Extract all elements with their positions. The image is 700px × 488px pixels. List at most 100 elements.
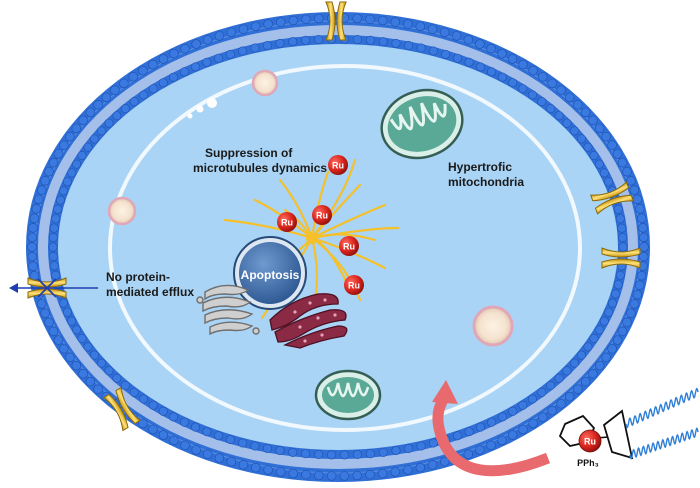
lipid-head [403, 19, 413, 29]
lipid-head [78, 115, 88, 126]
lipid-head [67, 168, 77, 178]
bubbles [187, 98, 217, 119]
lipid-head [214, 53, 224, 63]
lipid-head [580, 376, 591, 387]
lipid-head [617, 326, 628, 336]
lipid-head [588, 369, 598, 379]
ruthenium-complex: Ru PPh₃ [558, 387, 699, 468]
lipid-head [48, 326, 59, 336]
lipid-head [27, 251, 37, 262]
lipid-head [71, 123, 82, 134]
lipid-head [214, 453, 225, 463]
channel-right-upper [589, 181, 635, 215]
lipid-head [576, 134, 586, 144]
lipid-head [238, 460, 249, 470]
lipid-head [463, 449, 473, 459]
lipid-head [403, 465, 413, 475]
lipid-head [527, 394, 537, 404]
lipid-head [326, 450, 336, 460]
lipid-head [365, 470, 375, 480]
lipid-head [416, 43, 426, 53]
lipid-head [497, 72, 507, 82]
lipid-head [203, 35, 213, 45]
lipid-head [67, 316, 77, 326]
lipid-head [263, 465, 273, 475]
lipid-head [599, 316, 609, 326]
lipid-head [138, 418, 148, 429]
lipid-head [112, 111, 122, 121]
lipid-head [352, 449, 362, 459]
lipid-head [464, 427, 474, 437]
lipid-head [583, 142, 593, 152]
svg-text:Ru: Ru [332, 161, 344, 171]
lipid-head [475, 445, 485, 455]
lipid-head [352, 470, 362, 481]
lipid-head [225, 435, 235, 445]
lipid-head [158, 54, 169, 64]
lipid-head [475, 422, 485, 432]
lipid-head [169, 412, 179, 422]
lipid-head [191, 62, 201, 72]
lipid-head [191, 445, 201, 455]
lipid-head [48, 158, 59, 168]
lipid-head [604, 307, 614, 317]
lipid-head [226, 456, 237, 467]
suppression-label-line2: microtubules dynamics [193, 161, 328, 175]
lipid-head [497, 412, 507, 422]
lipid-head [101, 92, 112, 103]
lipid-head [629, 185, 640, 195]
lipid-head [636, 271, 647, 281]
ligand-chain-bottom [629, 427, 699, 460]
lipid-head [428, 46, 438, 56]
lipid-head [288, 468, 298, 479]
lipid-head [573, 100, 583, 110]
lipid-head [507, 54, 518, 64]
lipid-head [613, 280, 623, 290]
lipid-head [301, 449, 311, 459]
lipid-head [612, 335, 623, 345]
lipid-head [44, 167, 54, 177]
lipid-head [475, 39, 485, 49]
lipid-head [428, 438, 438, 448]
lipid-head [129, 387, 139, 397]
ligand-chain-top [625, 387, 699, 429]
lipid-head [36, 299, 47, 309]
lipid-head [48, 242, 58, 252]
lipid-head [31, 204, 41, 214]
lipid-head [639, 242, 649, 252]
lipid-head [148, 59, 158, 70]
lipid-head [339, 450, 349, 460]
lipid-head [537, 97, 547, 107]
lipid-head [556, 399, 566, 409]
lipid-head [451, 31, 462, 41]
lipid-head [314, 449, 324, 459]
lipid-head [611, 289, 621, 299]
lipid-head [90, 134, 100, 144]
lipid-head [238, 46, 248, 56]
lipid-head [583, 342, 593, 352]
lipid-head [202, 57, 212, 67]
lipid-head [238, 438, 248, 448]
endoplasmic-reticulum [269, 293, 348, 349]
lipid-head [104, 118, 114, 128]
lipid-head [487, 417, 497, 427]
lipid-head [594, 159, 604, 169]
lipid-head [416, 441, 426, 451]
lipid-head [49, 223, 59, 233]
lipid-head [452, 53, 462, 63]
lipid-head [632, 289, 642, 300]
lipid-head [51, 270, 61, 280]
lipid-head [604, 177, 614, 187]
lipid-head [158, 406, 168, 416]
lipid-head [120, 104, 130, 114]
lipid-head [214, 431, 224, 441]
lipid-head [314, 470, 324, 481]
lipid-head [59, 298, 69, 308]
lipid-head [378, 37, 388, 47]
lipid-head [148, 84, 158, 94]
drug-ru-label: Ru [584, 437, 596, 447]
lipid-head [158, 430, 169, 440]
lipid-head [263, 19, 273, 29]
lipid-head [148, 424, 158, 435]
lipid-head [464, 57, 474, 67]
